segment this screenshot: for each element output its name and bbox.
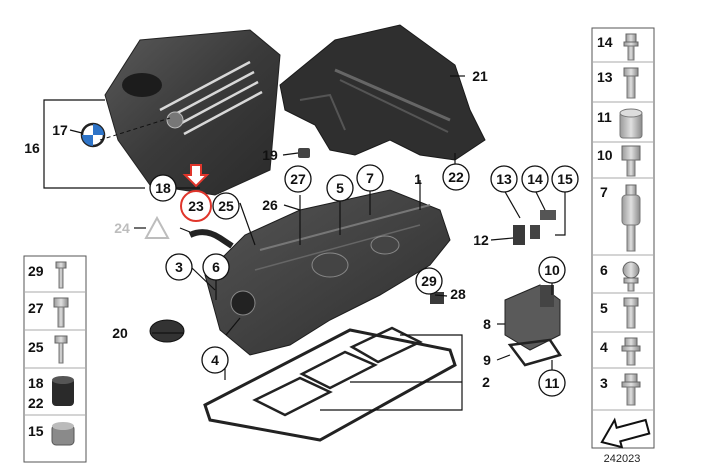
right-col-4: 4 — [600, 339, 608, 355]
grommet-19 — [298, 148, 310, 158]
gasket-set — [203, 326, 457, 442]
left-col-18: 18 — [28, 375, 44, 391]
callout-22: 22 — [448, 169, 464, 185]
acoustic-cover — [279, 24, 486, 161]
callout-29: 29 — [421, 273, 437, 289]
right-col-11: 11 — [597, 109, 612, 125]
warning-triangle-icon — [144, 215, 170, 239]
callout-21: 21 — [472, 68, 488, 84]
front-direction-arrow-icon — [600, 417, 651, 449]
callout-23: 23 — [188, 198, 204, 214]
right-col-3: 3 — [600, 375, 608, 391]
callout-19: 19 — [262, 147, 278, 163]
callout-10: 10 — [544, 262, 560, 278]
bmw-emblem-icon — [80, 122, 106, 148]
callout-9: 9 — [483, 352, 491, 368]
callout-11: 11 — [545, 375, 560, 391]
right-part-icons — [619, 33, 643, 406]
oil-filler-cap — [149, 319, 185, 343]
callout-7: 7 — [366, 170, 374, 186]
callout-13: 13 — [496, 171, 512, 187]
right-col-13: 13 — [597, 69, 613, 85]
engine-cover — [104, 29, 281, 196]
callout-20: 20 — [112, 325, 128, 341]
callout-8: 8 — [483, 316, 491, 332]
highlight-arrow-icon — [182, 164, 210, 188]
callout-25: 25 — [218, 198, 234, 214]
leader-lines — [43, 75, 566, 411]
left-col-22: 22 — [28, 395, 44, 411]
callout-16: 16 — [24, 140, 40, 156]
callout-24: 24 — [114, 220, 130, 236]
callout-6: 6 — [212, 259, 220, 275]
left-parts-column — [23, 255, 87, 463]
callout-17: 17 — [52, 122, 68, 138]
oil-separator — [504, 284, 561, 351]
left-col-15: 15 — [28, 423, 44, 439]
hose-23 — [188, 229, 234, 249]
gasket-9 — [507, 338, 562, 367]
callout-12: 12 — [473, 232, 489, 248]
left-col-25: 25 — [28, 339, 44, 355]
callout-1: 1 — [414, 171, 422, 187]
diagram-number: 242023 — [604, 453, 641, 465]
left-col-27: 27 — [28, 300, 44, 316]
right-col-10: 10 — [597, 147, 613, 163]
callout-14: 14 — [527, 171, 543, 187]
callout-26: 26 — [262, 197, 278, 213]
callout-3: 3 — [175, 259, 183, 275]
left-col-29: 29 — [28, 263, 44, 279]
callout-2: 2 — [482, 374, 490, 390]
callout-circles — [149, 163, 579, 397]
right-col-14: 14 — [597, 34, 613, 50]
right-col-7: 7 — [600, 184, 608, 200]
pressure-valve-12 — [513, 210, 556, 245]
callout-4: 4 — [211, 352, 219, 368]
right-col-6: 6 — [600, 262, 608, 278]
left-part-icons — [51, 261, 75, 446]
callout-18: 18 — [155, 180, 171, 196]
callout-28: 28 — [450, 286, 466, 302]
cylinder-head-cover — [204, 189, 451, 356]
callout-27: 27 — [290, 171, 306, 187]
callout-5: 5 — [336, 180, 344, 196]
callout-15: 15 — [557, 171, 573, 187]
right-col-5: 5 — [600, 300, 608, 316]
